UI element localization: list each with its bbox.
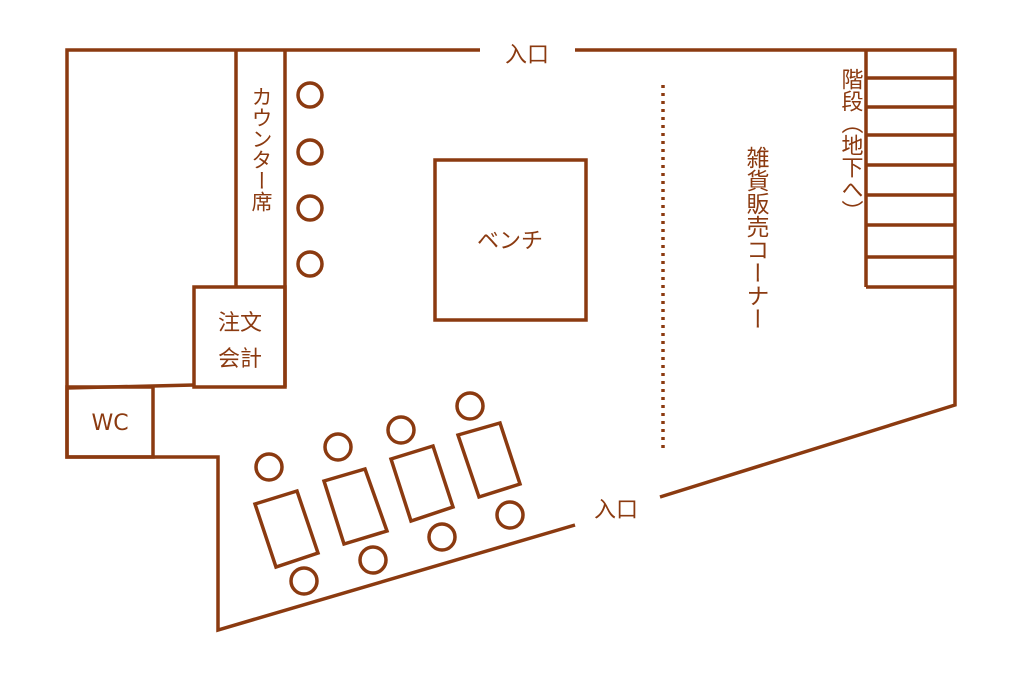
entrance-top-label: 入口 — [505, 43, 549, 68]
chair — [323, 432, 353, 462]
wc-label: WC — [91, 411, 128, 436]
stool — [296, 194, 324, 222]
outer-wall-left — [65, 48, 576, 633]
table — [321, 466, 390, 547]
stool — [296, 250, 324, 278]
chair — [455, 391, 485, 421]
table — [388, 443, 456, 524]
entrance-bottom-label: 入口 — [594, 498, 638, 523]
outer-wall-right — [575, 48, 957, 499]
chair — [386, 415, 416, 445]
counter — [192, 50, 287, 389]
tables — [252, 420, 523, 570]
chair — [427, 522, 457, 552]
walls — [65, 48, 957, 633]
counter-seats-label: カウンター席 — [249, 86, 273, 212]
stool — [296, 138, 324, 166]
table-chairs — [254, 391, 525, 596]
table — [455, 420, 523, 500]
goods-corner-label: 雑貨販売コーナー — [742, 146, 770, 330]
bench — [433, 158, 588, 322]
chair — [254, 452, 284, 482]
order-label: 注文 — [218, 311, 262, 336]
chair — [358, 545, 388, 575]
bench-label: ベンチ — [477, 229, 543, 254]
counter-stools — [296, 81, 324, 278]
checkout-label: 会計 — [218, 347, 262, 372]
wc-room — [65, 385, 155, 459]
table — [252, 488, 321, 570]
order-register-box — [192, 285, 287, 389]
stairs — [864, 50, 955, 289]
stool — [296, 81, 324, 109]
chair — [495, 500, 525, 530]
stairs-label: 階段（地下へ） — [838, 68, 864, 222]
chair — [289, 566, 319, 596]
